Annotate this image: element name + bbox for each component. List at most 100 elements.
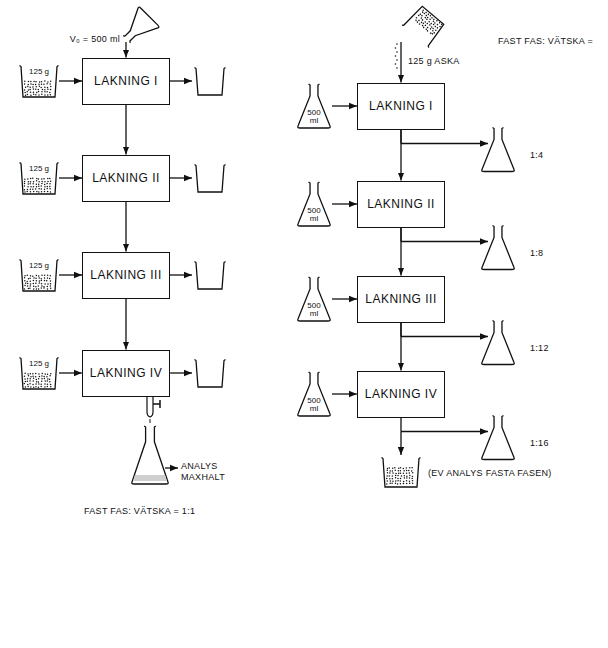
granule <box>36 280 38 282</box>
granule <box>432 30 434 32</box>
granule <box>28 81 30 83</box>
granule <box>431 33 433 35</box>
granule <box>44 283 46 285</box>
granule <box>430 22 432 24</box>
granule <box>35 89 37 91</box>
granule <box>432 27 434 29</box>
granule <box>431 26 433 28</box>
granule <box>50 191 52 193</box>
granule <box>50 94 52 96</box>
granule <box>36 288 38 290</box>
granule <box>28 288 30 290</box>
granule <box>27 189 29 191</box>
tap-pipe <box>147 397 153 418</box>
granule <box>431 17 433 19</box>
granule <box>44 186 46 188</box>
granule <box>418 23 420 25</box>
granule <box>44 277 46 279</box>
granule <box>24 92 26 94</box>
granule <box>411 467 413 469</box>
granule <box>389 467 391 469</box>
granule <box>38 373 40 375</box>
granule <box>24 89 26 91</box>
granule <box>47 81 49 83</box>
flask-body <box>298 182 331 226</box>
granule <box>422 24 424 26</box>
granule <box>29 285 31 287</box>
granule <box>44 188 46 190</box>
granule <box>418 14 420 16</box>
flow-arrow <box>59 80 82 81</box>
granule <box>38 91 40 93</box>
empty-flask <box>482 128 515 172</box>
node-text: LAKNING II <box>367 197 435 211</box>
granule <box>406 472 408 474</box>
sample-beaker: 125 g <box>19 161 59 195</box>
granule <box>49 379 51 381</box>
output-arrow <box>401 143 488 144</box>
granule <box>33 380 35 382</box>
granule <box>28 84 30 86</box>
analysis-arrow <box>165 467 178 468</box>
granule <box>33 94 35 96</box>
granule <box>32 373 34 375</box>
granule <box>386 480 388 482</box>
granule <box>24 275 26 277</box>
granule <box>398 470 400 472</box>
empty-beaker <box>195 262 226 290</box>
granule <box>32 189 34 191</box>
granule <box>409 475 411 477</box>
granule <box>403 481 405 483</box>
granule <box>24 373 26 375</box>
flow-arrow <box>400 323 401 371</box>
output-arrow <box>170 372 192 373</box>
granule <box>50 275 52 277</box>
granule <box>24 378 26 380</box>
granule <box>419 13 421 15</box>
granule <box>395 475 397 477</box>
granule <box>38 381 40 383</box>
granule <box>30 386 32 388</box>
granule <box>40 386 42 388</box>
volume-label: V₀ = 500 ml <box>70 34 120 45</box>
flow-arrow <box>59 274 82 275</box>
granule <box>47 191 49 193</box>
granule <box>404 477 406 479</box>
granule <box>439 22 441 24</box>
granule <box>47 386 49 388</box>
flask-body <box>117 7 160 50</box>
granule <box>41 278 43 280</box>
empty-flask <box>482 416 515 460</box>
granule <box>38 285 40 287</box>
granule <box>30 94 32 96</box>
granule <box>32 84 34 86</box>
granule <box>32 384 34 386</box>
granule <box>36 86 38 88</box>
granule <box>409 480 411 482</box>
sample-beaker: 125 g <box>19 356 59 390</box>
granule <box>389 472 391 474</box>
granule <box>44 80 46 82</box>
falling-granule <box>395 63 397 65</box>
granule <box>49 92 51 94</box>
falling-granule <box>396 51 398 53</box>
granule <box>398 468 400 470</box>
granule <box>32 375 34 377</box>
granule <box>41 378 43 380</box>
granule <box>412 476 414 478</box>
granule <box>30 188 32 190</box>
granule <box>436 23 438 25</box>
granule <box>39 86 41 88</box>
flask-body <box>298 372 331 416</box>
granule <box>27 178 29 180</box>
granule <box>49 278 51 280</box>
granule <box>41 185 43 187</box>
node-text: LAKNING I <box>369 99 433 113</box>
granule <box>30 275 32 277</box>
granule <box>24 280 26 282</box>
output-arrow <box>401 431 488 432</box>
granule <box>395 480 397 482</box>
granule <box>33 277 35 279</box>
granule <box>38 89 40 91</box>
flow-arrow <box>125 202 126 252</box>
